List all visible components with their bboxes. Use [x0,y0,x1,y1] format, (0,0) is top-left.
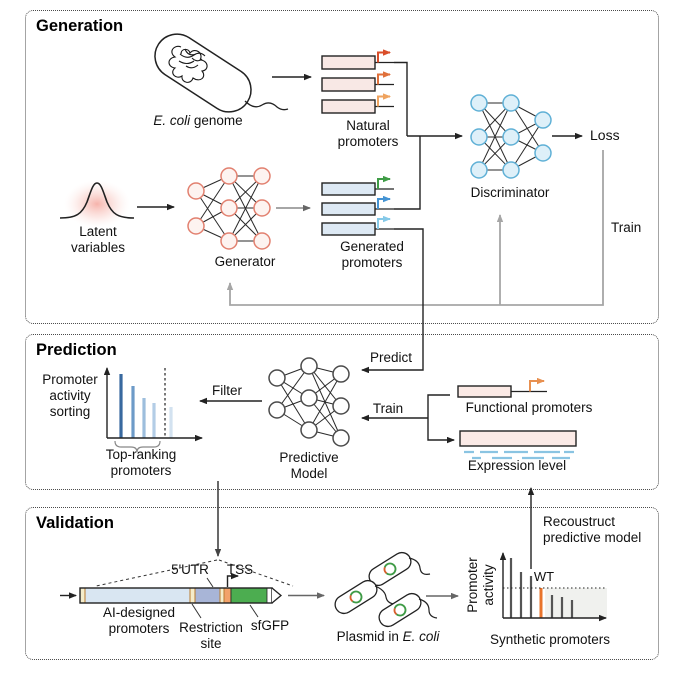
expression-level-label: Expression level [467,458,567,473]
predict-label: Predict [369,350,413,365]
sfgfp-label: sfGFP [250,618,290,633]
utr-segment [194,587,221,604]
flagellum-icon [374,585,395,605]
plasmid-label: Plasmid in E. coli [337,629,440,645]
plasmid-rest: Plasmid in [336,629,403,644]
generator-label: Generator [214,254,276,269]
validation-panel-border [25,507,659,660]
latent-distribution-icon [59,180,135,228]
wt-label: WT [533,569,555,584]
tss-bent-arrow-icon [226,572,239,587]
tss-segment [223,587,232,604]
train-feedback-path [226,150,604,306]
functional-promoter-bar [457,377,547,398]
expression-level-bar [459,430,577,460]
top-ranking-label: Top-ranking promoters [105,447,177,479]
genome-scribble-icon [168,45,208,83]
restriction-site-stripe [189,587,196,604]
reconstruct-label: Recoustruct predictive model [543,514,642,546]
ecoli-genome-label: E. coli genome [153,113,242,129]
below-threshold-shade [545,588,607,618]
predict-arrow [361,228,424,374]
generator-network-icon [187,167,271,250]
discriminator-network-icon [470,94,552,179]
utr-label: 5'UTR [171,562,209,577]
restriction-site-stripe [79,587,86,604]
plasmid-bacteria-icon [334,551,438,628]
functional-promoters-label: Functional promoters [465,400,593,415]
generation-panel-border [25,10,659,324]
flagellum-icon [408,557,431,575]
sfgfp-segment [230,587,268,604]
genome-rest: genome [190,113,243,128]
promoter-activity-axis-label: Promoter activity [464,557,496,613]
sfgfp-pointer-line [249,604,259,618]
promoter-tss-arrow-icon [377,175,391,189]
tss-label: TSS [226,562,254,577]
natural-promoters-label: Natural promoters [337,118,399,150]
flagellum-icon [244,100,289,111]
promoter-tss-arrow-icon [377,71,391,85]
restriction-site-stripe [219,587,225,604]
flagellum-icon [418,598,438,619]
sorting-chart-bars [119,374,173,438]
predictive-model-label: Predictive Model [279,450,339,482]
insertion-wedge-dashes [95,559,294,587]
train-label-generation: Train [611,220,642,235]
predictive-network-icon [268,357,350,447]
generated-promoter-bars [321,175,394,236]
prediction-panel-border [25,334,659,490]
promoter-tss-arrow-icon [377,215,391,229]
utr-pointer-line [206,577,214,588]
synthetic-activity-chart [499,552,607,622]
generated-promoters-label: Generated promoters [340,239,404,271]
reads-dashes-icon [464,450,574,460]
promoter-tss-arrow-icon [529,377,545,392]
restriction-site-label: Restriction site [179,620,243,652]
promoter-tss-arrow-icon [377,195,391,209]
construct-end-arrow [271,587,283,604]
natural-promoter-bars [321,49,394,114]
restriction-pointer-line [191,603,202,619]
ai-designed-label: AI-designed promoters [102,605,176,637]
promoter-activity-sorting-label: Promoter activity sorting [42,372,98,420]
sorting-chart [103,367,203,453]
construct-diagram [60,572,283,619]
synthetic-promoters-label: Synthetic promoters [489,632,611,647]
promoter-tss-arrow-icon [377,93,391,107]
generation-title: Generation [36,17,124,35]
promoter-tss-arrow-icon [377,49,391,63]
loss-label: Loss [590,127,620,143]
training-data-bracket [427,394,455,444]
ecoli-bacterium-icon [154,33,289,113]
brace-icon [114,440,161,453]
filter-label: Filter [212,383,242,398]
train-label-prediction: Train [372,401,404,416]
ai-promoter-segment [84,587,191,604]
validation-title: Validation [36,514,114,532]
discriminator-label: Discriminator [470,185,550,200]
plasmid-italic: E. coli [402,629,440,644]
promoters-to-discriminator-lines [394,61,463,210]
latent-variables-label: Latent variables [70,224,126,256]
ecoli-italic: E. coli [153,113,191,128]
prediction-title: Prediction [36,341,117,359]
